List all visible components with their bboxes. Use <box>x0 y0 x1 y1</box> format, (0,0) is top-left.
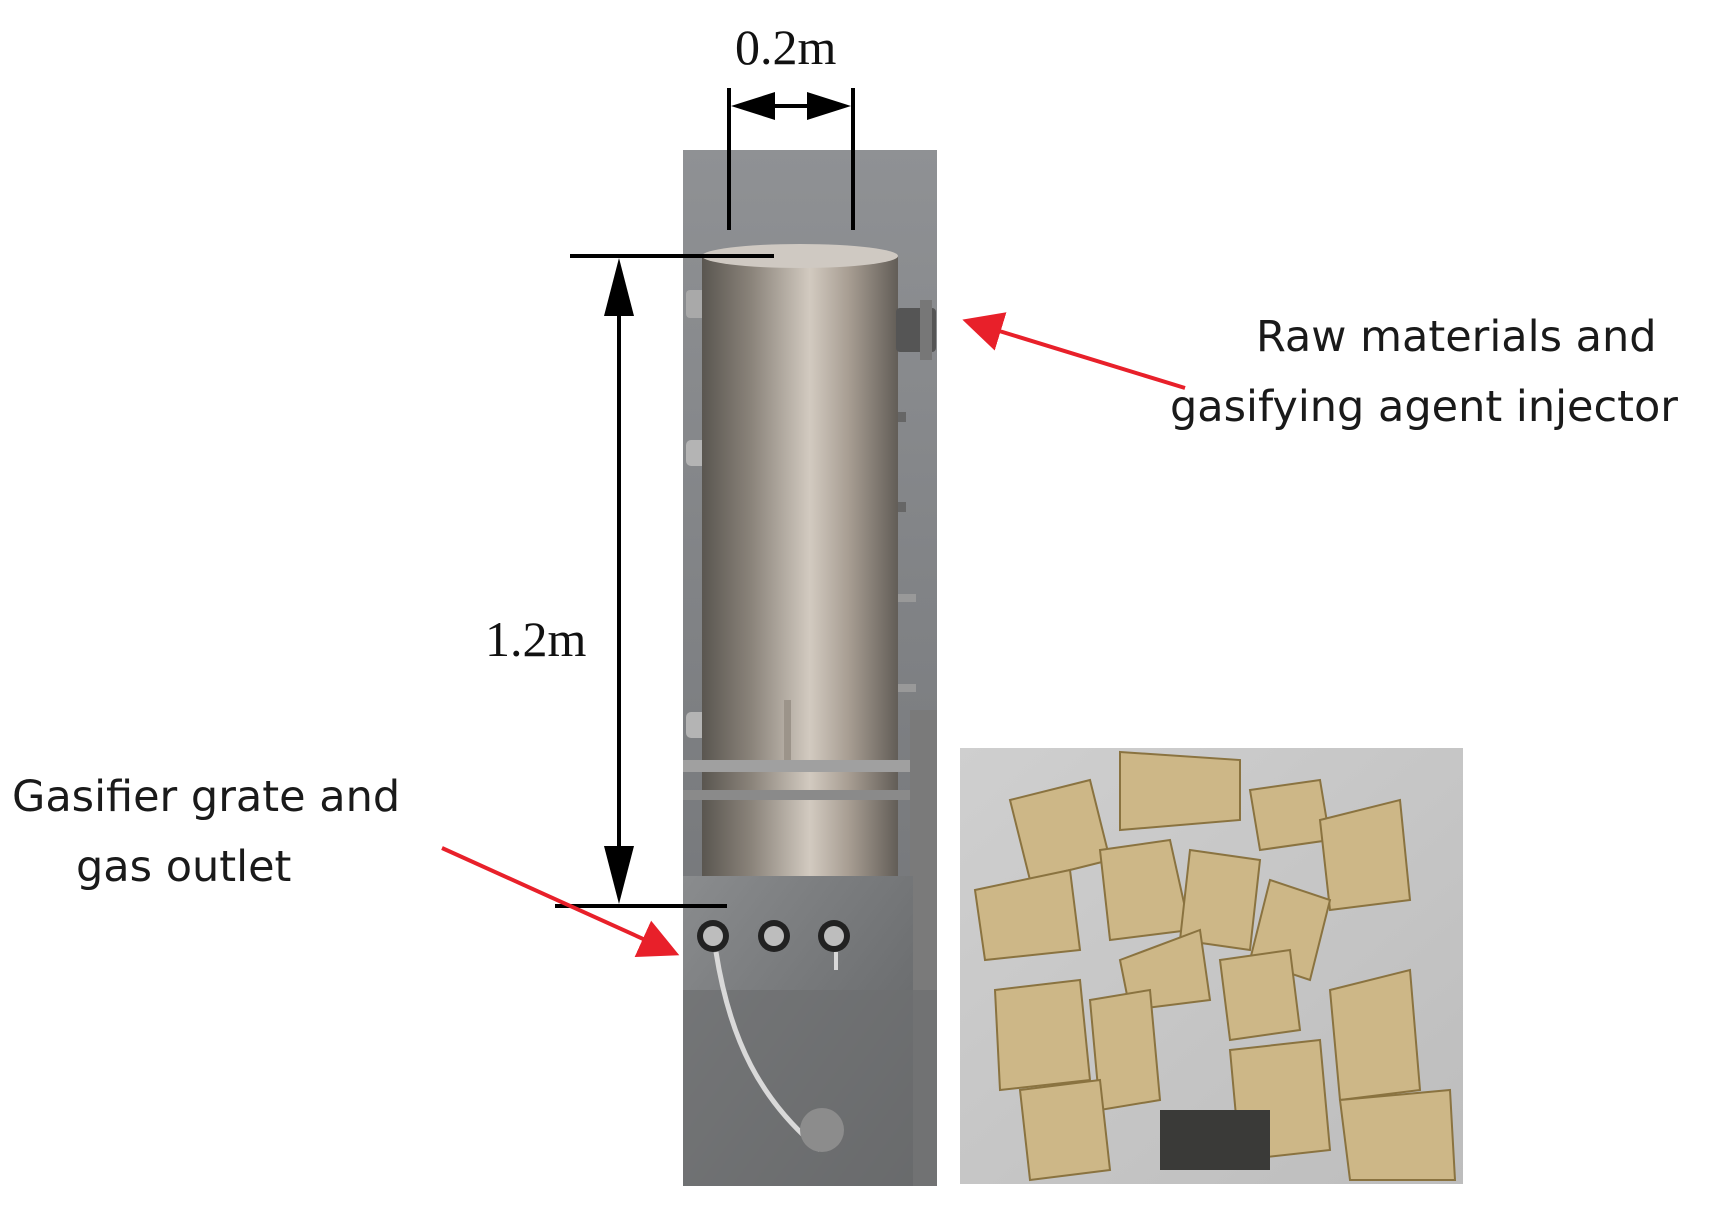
height-label: 1.2m <box>485 611 587 667</box>
injector-arrow <box>962 312 1186 390</box>
grate-arrow <box>441 846 680 958</box>
injector-callout: Raw materials and gasifying agent inject… <box>1170 302 1710 442</box>
injector-callout-line2: gasifying agent injector <box>1170 382 1678 432</box>
wood-chips-photo <box>960 748 1463 1184</box>
grate-callout-line2: gas outlet <box>76 842 292 892</box>
height-dimension <box>555 254 774 908</box>
grate-callout-line1: Gasifier grate and <box>12 772 401 822</box>
height-arrowheads <box>604 258 634 904</box>
injector-callout-line1: Raw materials and <box>1256 312 1657 362</box>
grate-callout: Gasifier grate and gas outlet <box>12 762 432 902</box>
width-label: 0.2m <box>735 19 837 75</box>
gasifier-photo <box>683 150 937 1186</box>
width-arrowheads <box>731 92 851 120</box>
